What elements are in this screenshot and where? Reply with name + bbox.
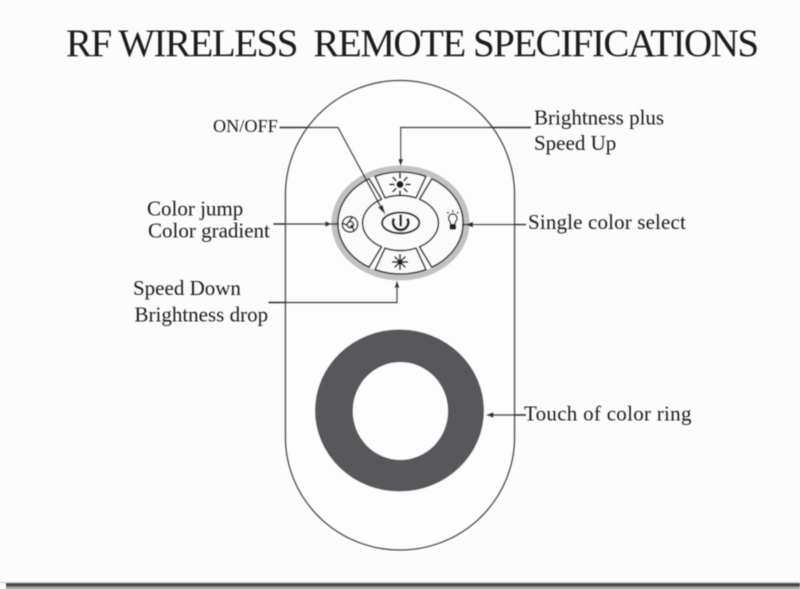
svg-text:Color jump: Color jump <box>147 197 243 221</box>
svg-text:Single color select: Single color select <box>528 210 686 234</box>
svg-text:Brightness plus: Brightness plus <box>534 106 664 130</box>
svg-text:Brightness drop: Brightness drop <box>135 303 269 327</box>
svg-text:Touch of color ring: Touch of color ring <box>524 402 692 426</box>
svg-text:RF WIRELESS REMOTE SPECIFICAT: RF WIRELESS REMOTE SPECIFICATIONS <box>66 22 758 65</box>
svg-text:Color gradient: Color gradient <box>148 219 270 243</box>
svg-text:ON/OFF: ON/OFF <box>213 116 278 136</box>
svg-text:Speed Down: Speed Down <box>133 276 241 300</box>
svg-text:Speed Up: Speed Up <box>534 131 616 155</box>
